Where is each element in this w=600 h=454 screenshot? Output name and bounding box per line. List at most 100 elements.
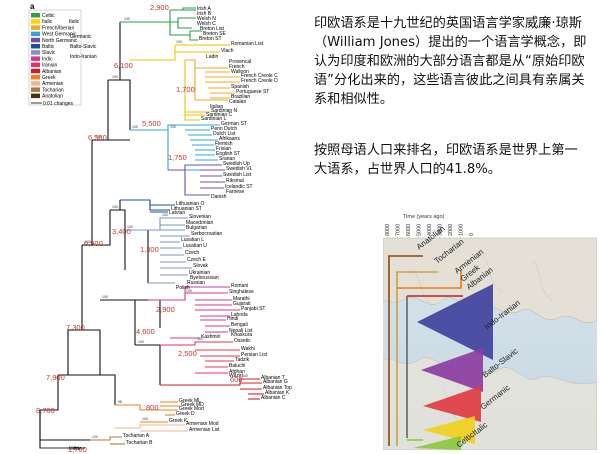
leaf-label: French	[229, 64, 245, 70]
leaf-label: Czech E	[187, 257, 207, 263]
leaf-label: Armenian List	[189, 427, 220, 433]
svg-text:100: 100	[197, 337, 203, 341]
leaf-label: Polish	[176, 285, 190, 291]
leaf-label: Baluchi	[229, 363, 245, 369]
legend-swatch	[31, 87, 40, 92]
leaf-label: Czech	[185, 250, 199, 256]
branch-baltic	[120, 199, 175, 213]
leaf-label: Ossetic	[234, 338, 251, 344]
date-label: 3,400	[112, 227, 131, 236]
legend-label: Armenian	[42, 81, 64, 87]
date-label: 2,900	[150, 3, 169, 12]
leaf-label: Provencal	[229, 59, 251, 65]
leaf-label: Greek D	[176, 411, 195, 417]
leaf-label: Catalan	[229, 99, 246, 105]
svg-text:100: 100	[112, 205, 118, 209]
date-label: 800	[146, 403, 159, 412]
legend-group-indo-iranian: Indo-Iranian	[70, 54, 97, 60]
legend-label: Iranian	[42, 63, 58, 69]
legend-group-italic: Italic	[69, 19, 80, 25]
legend-label: Italic	[42, 19, 53, 25]
svg-text:100: 100	[124, 17, 130, 21]
legend-label: North Germanic	[42, 38, 78, 44]
leaf-label: Afrikaans	[219, 136, 240, 142]
legend-label: Tocharian	[42, 87, 64, 93]
date-label: 6,900	[84, 239, 103, 248]
leaf-label: Tocharian A	[123, 433, 150, 439]
svg-text:98: 98	[118, 400, 122, 404]
leaf-label: Bengali	[231, 322, 248, 328]
legend-label: West Germanic	[42, 32, 77, 38]
legend-swatch	[31, 37, 40, 43]
leaf-label: Tadzik	[235, 357, 250, 363]
leaf-label: Welsh C	[197, 21, 216, 27]
svg-text:100: 100	[96, 135, 102, 139]
branch-slavic	[125, 217, 192, 284]
legend-swatch	[31, 93, 40, 99]
legend-group-balto-slavic: Balto-Slavic	[70, 44, 97, 50]
leaf-label: Albanian K	[265, 390, 290, 396]
leaf-label: Ladin	[206, 54, 218, 60]
svg-text:100: 100	[132, 125, 138, 129]
date-label: 6,500	[88, 133, 107, 142]
leaf-label: Kashmiri	[201, 334, 220, 340]
inset-tick-label: 3000	[438, 224, 444, 236]
leaf-label: Irish A	[197, 6, 212, 12]
leaf-label: Sranan	[219, 156, 235, 162]
inset-tick-label: 8000	[385, 224, 391, 236]
branch-albanian	[160, 378, 264, 400]
date-label: 1,750	[168, 153, 187, 162]
leaf-label: Bulgarian	[186, 225, 207, 231]
leaf-label: Albanian Top	[263, 385, 292, 391]
leaf-label: Ukrainian	[189, 270, 210, 276]
leaf-label: Latvian	[169, 210, 185, 216]
branch-greek	[115, 401, 180, 423]
leaf-label: English ST	[216, 151, 240, 157]
legend-label: Baltic	[42, 44, 55, 50]
date-label: 1,300	[140, 245, 159, 254]
inset-tree	[388, 255, 463, 446]
legend-swatch	[31, 31, 40, 37]
leaf-label: Lusatian U	[183, 243, 207, 249]
leaf-label: Breton SE	[203, 31, 226, 37]
svg-text:100: 100	[138, 340, 144, 344]
inset-tick-label: 2000	[448, 224, 454, 236]
leaf-label: Albanian G	[263, 379, 288, 385]
legend-swatch	[31, 44, 40, 49]
leaf-label: Albanian C	[261, 395, 286, 401]
date-label: 7,300	[66, 323, 85, 332]
branch-tocharian	[90, 436, 125, 445]
date-label: 6,100	[114, 61, 133, 70]
leaf-label: Portuguese ST	[236, 89, 269, 95]
leaf-label: German ST	[221, 121, 247, 127]
leaf-label: Tocharian B	[126, 440, 153, 446]
legend-swatch	[31, 81, 40, 86]
leaf-label: Frisian	[216, 146, 231, 152]
date-label: 1,700	[68, 445, 87, 454]
leaf-label: Vlach	[221, 48, 234, 54]
leaf-label: Armenian Mod	[186, 421, 219, 427]
leaf-label: Italian	[210, 104, 224, 110]
branch-celtic	[120, 7, 202, 41]
branch-indic	[148, 286, 240, 339]
leaf-label: Wakhi	[241, 346, 255, 352]
branch-north-germanic	[168, 164, 225, 196]
branch-italic	[130, 44, 230, 121]
legend-swatch	[31, 50, 40, 55]
leaf-label: Welsh N	[197, 16, 216, 22]
leaf-label: Walloon	[231, 69, 249, 75]
leaf-label: Khaskura	[231, 332, 252, 338]
branch-west-germanic	[130, 124, 220, 171]
leaf-label: Sardinian L	[201, 116, 227, 122]
leaf-label: Sardinian N	[211, 108, 238, 114]
svg-text:100: 100	[176, 40, 182, 44]
leaf-label: Hindi	[227, 316, 238, 322]
leaf-label: Swedish Up	[223, 161, 250, 167]
legend-scale: 0.01 changes	[43, 101, 74, 107]
inset-triangles	[413, 284, 493, 450]
legend-swatch	[31, 75, 40, 80]
branch-french-iberian	[185, 59, 240, 101]
leaf-label: Spanish	[231, 84, 249, 90]
